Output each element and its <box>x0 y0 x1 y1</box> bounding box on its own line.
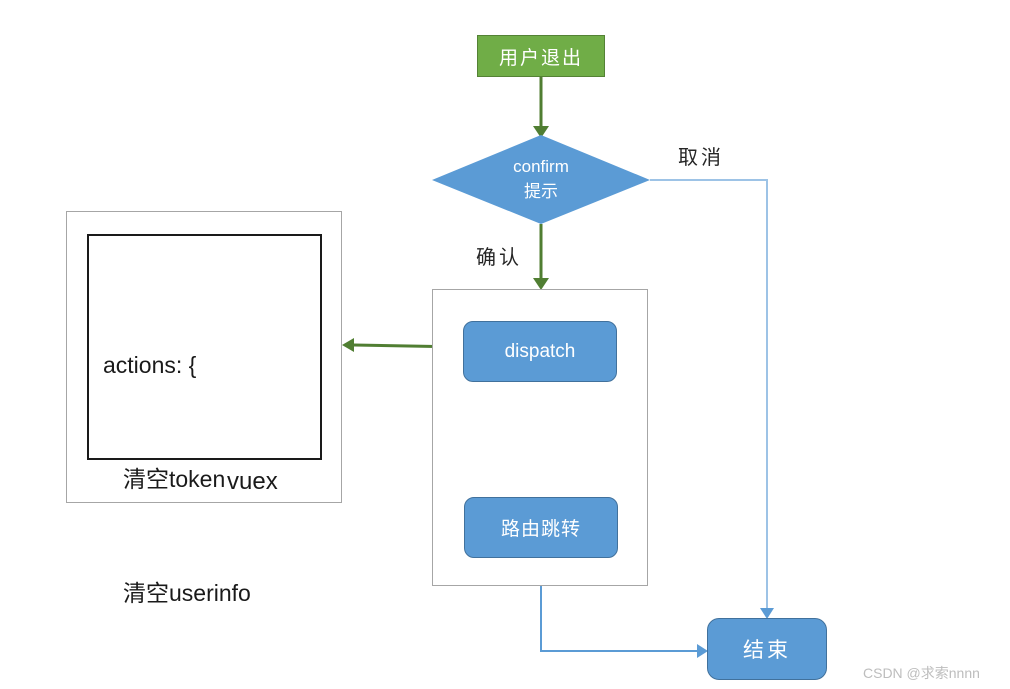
decision-label-line2: 提示 <box>524 182 558 201</box>
route-jump-node-label: 路由跳转 <box>500 519 581 540</box>
dispatch-node: dispatch <box>463 321 617 382</box>
vuex-actions-box: actions: { 清空token 清空userinfo } <box>87 234 322 606</box>
vuex-panel: actions: { 清空token 清空userinfo } vuex <box>66 211 342 606</box>
route-jump-node: 路由跳转 <box>464 497 618 558</box>
start-node: 用户退出 <box>477 35 605 77</box>
decision-node: confirm 提示 <box>471 146 611 212</box>
end-node-label: 结束 <box>743 639 791 662</box>
arrow-start-to-decision <box>533 77 549 138</box>
edge-cancel-to-end <box>650 179 774 619</box>
dispatch-node-label: dispatch <box>504 340 576 362</box>
watermark: CSDN @求索nnnn <box>863 665 980 681</box>
code-line: actions: { <box>103 352 197 378</box>
start-node-label: 用户退出 <box>498 47 583 69</box>
confirm-edge-label: 确认 <box>476 247 522 269</box>
code-line: 清空token <box>123 466 226 492</box>
edge-container-to-end <box>540 586 708 658</box>
vuex-code-block: actions: { 清空token 清空userinfo } <box>103 270 251 689</box>
code-line: 清空userinfo <box>123 580 251 606</box>
decision-label-line1: confirm <box>513 156 569 176</box>
cancel-edge-label: 取消 <box>678 147 724 169</box>
end-node: 结束 <box>707 618 827 680</box>
vuex-caption: vuex <box>227 468 278 495</box>
arrow-decision-to-container <box>533 224 549 290</box>
